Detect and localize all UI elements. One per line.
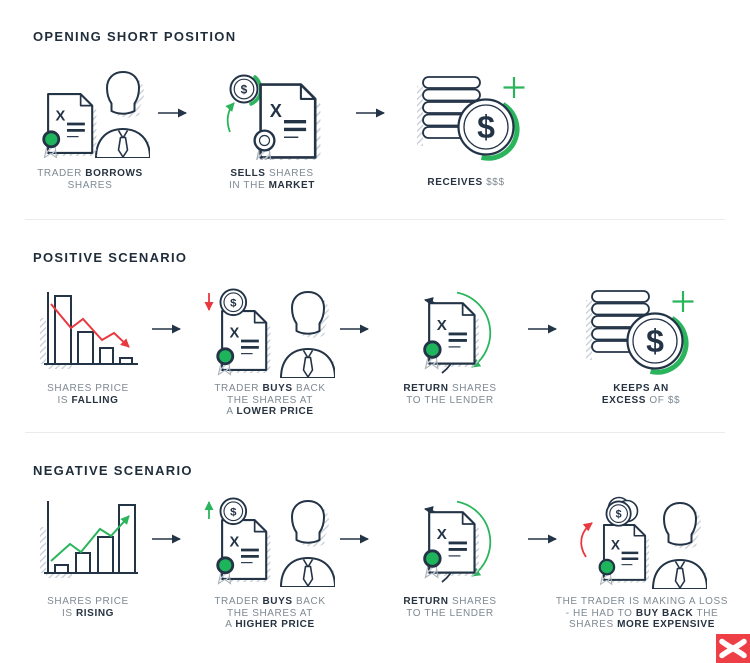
arrow-right-icon [152,534,181,544]
step-caption: THE TRADER IS MAKING A LOSS- HE HAD TO B… [555,596,729,631]
buy-back-lower-icon [204,288,335,378]
arrow-right-icon [340,534,369,544]
svg-text:$: $ [646,323,664,359]
sell-shares-icon [225,74,323,160]
arrow-right-icon [356,108,385,118]
step-caption: RECEIVES $$$ [427,177,505,188]
keeps-excess-icon: $ [586,290,694,375]
section-title-opening-short-position: OPENING SHORT POSITION [33,29,237,44]
return-shares-icon [422,291,492,374]
return-shares-icon [422,500,492,583]
xtb-logo [716,634,750,663]
arrow-right-icon [158,108,187,118]
buy-back-higher-icon [204,497,335,587]
arrow-right-icon [340,324,369,334]
receives-money-icon: $ [417,76,525,161]
arrow-right-icon [528,534,557,544]
rising-chart-icon [40,501,138,578]
section-divider [25,219,725,220]
section-title-negative-scenario: NEGATIVE SCENARIO [33,463,193,478]
section-title-positive-scenario: POSITIVE SCENARIO [33,250,188,265]
arrow-right-icon [152,324,181,334]
borrow-shares-icon [41,71,150,158]
svg-text:$: $ [477,109,495,145]
section-divider [25,432,725,433]
falling-chart-icon [40,292,138,369]
arrow-right-icon [528,324,557,334]
trader-loss-icon [580,496,707,589]
